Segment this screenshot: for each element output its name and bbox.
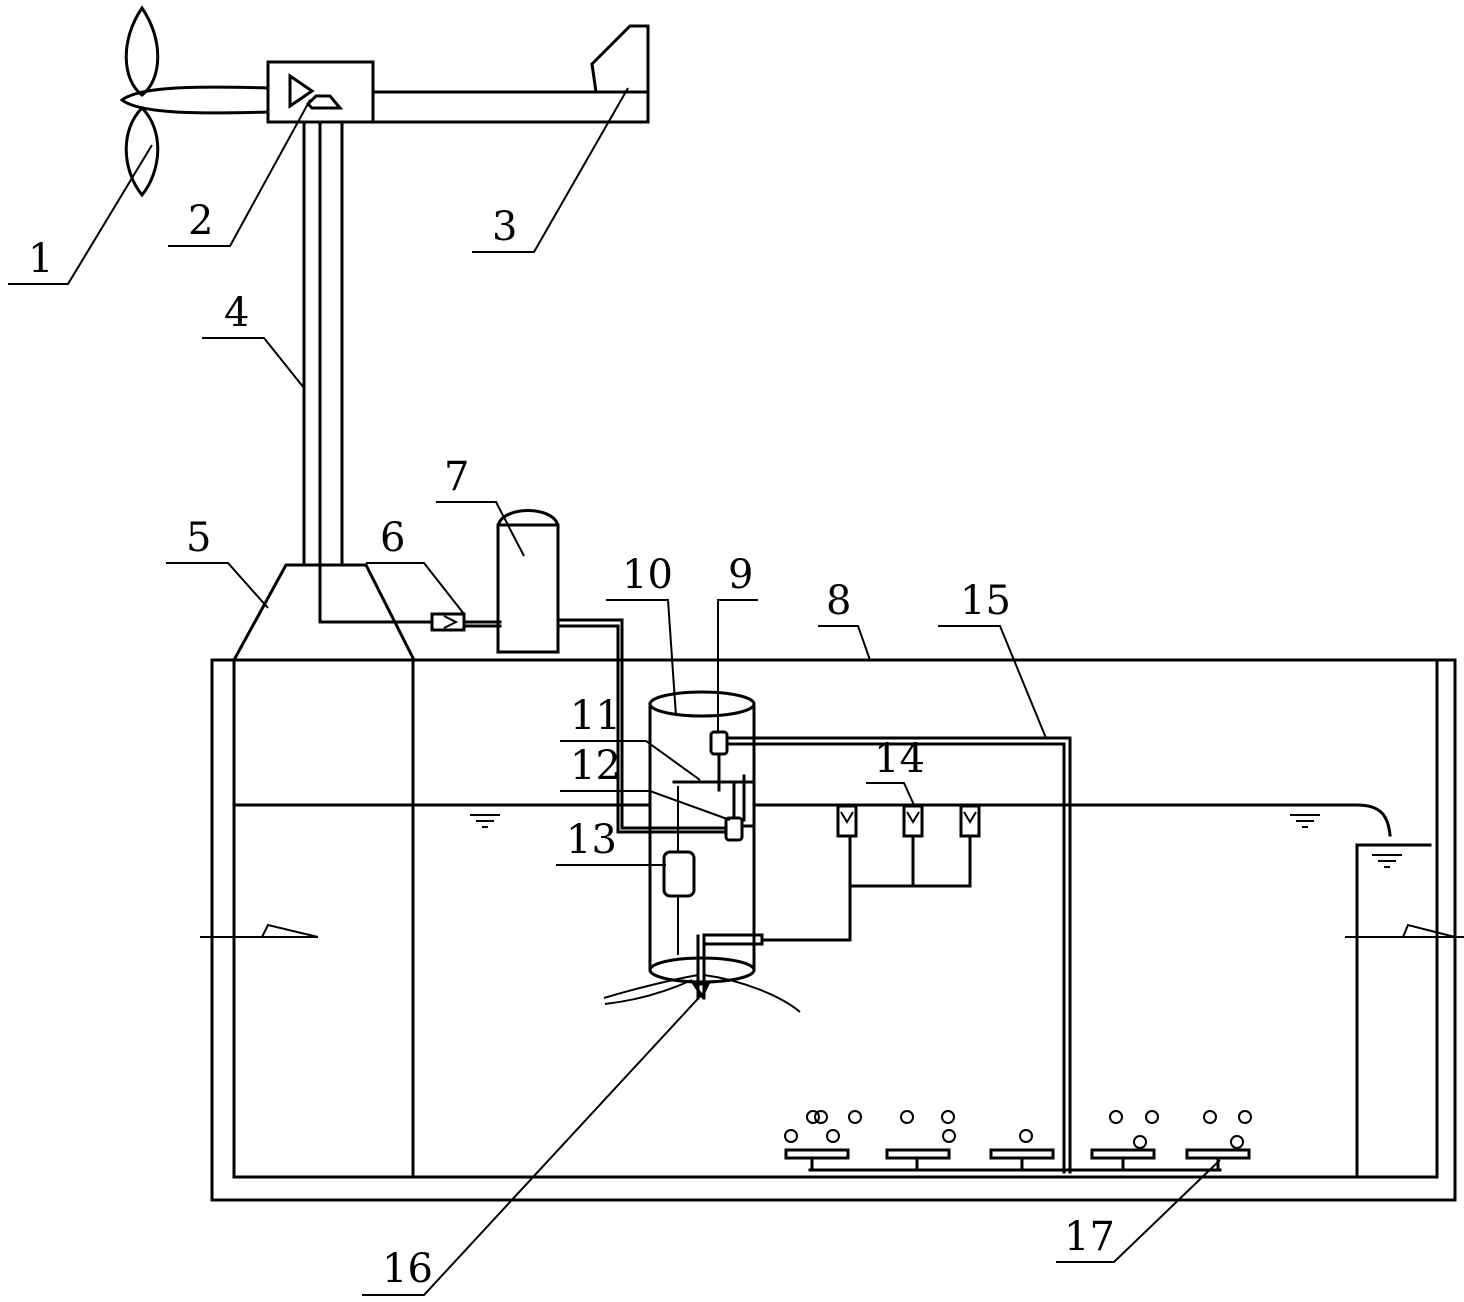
label-14: 14: [874, 736, 925, 782]
supply-pipe: [556, 618, 730, 830]
label-12: 12: [570, 743, 621, 789]
label-13: 13: [566, 817, 617, 863]
wind-propeller: [119, 5, 270, 198]
water-tank: [210, 658, 1457, 1202]
label-5: 5: [186, 515, 211, 561]
label-1: 1: [28, 236, 53, 282]
wind-turbine-head: [266, 24, 650, 124]
tower-pipe: [302, 120, 344, 624]
label-17: 17: [1064, 1214, 1115, 1260]
label-11: 11: [570, 693, 621, 739]
label-8: 8: [826, 578, 851, 624]
label-7: 7: [444, 454, 469, 500]
nozzle-16: [603, 830, 852, 1013]
label-2: 2: [188, 198, 213, 244]
label-15: 15: [960, 578, 1011, 624]
valve-12: [724, 816, 756, 842]
label-16: 16: [382, 1246, 433, 1292]
water-level: [200, 803, 1464, 938]
float-13: [662, 786, 696, 955]
leader-lines: [8, 87, 1221, 1296]
label-9: 9: [728, 552, 753, 598]
check-valve: [430, 612, 466, 632]
label-10: 10: [622, 552, 673, 598]
aerators-17: [784, 1110, 1252, 1172]
label-4: 4: [224, 290, 249, 336]
label-3: 3: [492, 204, 517, 250]
check-valves-14: [836, 804, 981, 888]
base-housing: [231, 563, 417, 663]
air-line-15: [725, 736, 1072, 1174]
lever-11: [672, 774, 756, 822]
air-tank: [496, 509, 560, 654]
label-6: 6: [380, 515, 405, 561]
inner-cylinder: [648, 690, 756, 984]
